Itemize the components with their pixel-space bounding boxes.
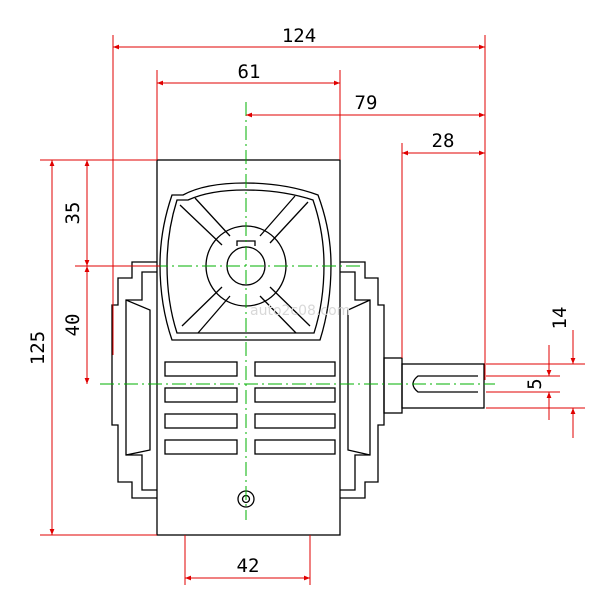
left-flange-inner: [125, 271, 157, 491]
right-flange-inner: [340, 271, 371, 491]
cover-rib: [259, 195, 296, 237]
left-seal: [125, 299, 151, 456]
worm-cover-inner: [166, 189, 325, 334]
gearbox-housing: [111, 159, 485, 536]
dim-label-overall-height: 125: [27, 331, 49, 365]
dim-label-center-to-shaft-end: 79: [355, 92, 378, 114]
cover-rib: [269, 201, 309, 244]
cover-rib: [179, 204, 223, 246]
dim-label-top-width: 61: [238, 61, 261, 83]
cover-rib: [181, 286, 223, 327]
dim-label-center-distance: 40: [62, 314, 84, 337]
dim-label-overall-width: 124: [282, 25, 316, 47]
dim-label-base-width: 42: [237, 555, 260, 577]
dimensions: [40, 35, 585, 585]
right-seal: [347, 299, 371, 456]
cover-rib: [194, 197, 231, 237]
worm-cover-outline: [159, 182, 332, 341]
cover-rib: [197, 295, 231, 334]
dim-label-shaft-diameter: 14: [549, 307, 571, 330]
dim-label-shaft-length: 28: [432, 130, 455, 152]
dim-label-shaft-key-width: 5: [524, 378, 546, 389]
cooling-fins: [164, 361, 336, 455]
housing-main-body: [156, 159, 341, 536]
cover-rib: [269, 286, 311, 327]
watermark: auto2c08.com: [250, 303, 350, 319]
dim-label-top-to-center: 35: [62, 202, 84, 225]
right-flange: [340, 261, 385, 499]
centerlines: [100, 102, 495, 520]
cover-rib: [259, 295, 297, 334]
left-flange: [111, 261, 157, 499]
input-shaft: [401, 363, 485, 409]
shaft-collar: [383, 357, 403, 414]
